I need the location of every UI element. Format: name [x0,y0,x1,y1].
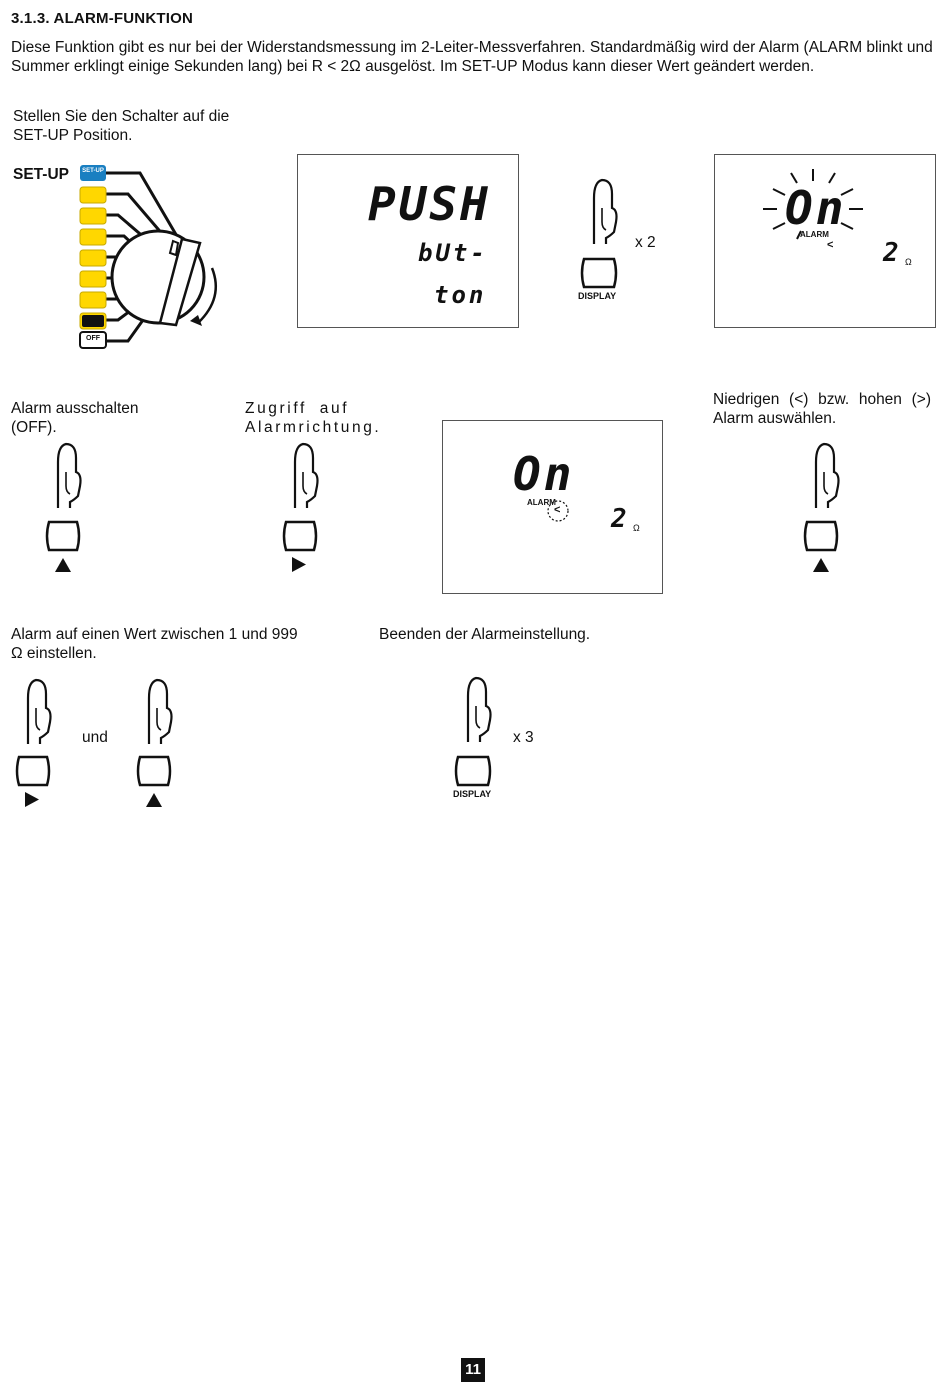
right-triangle-icon [292,557,306,572]
step-off-text: Alarm ausschalten (OFF). [11,400,139,436]
lcd3-value: 2 [611,504,630,534]
lcd1-line3: ton [434,281,487,309]
lcd-display-alarm-on: On ALARM < 2 Ω [714,154,936,328]
rotary-switch-diagram [79,165,218,349]
step-access-text: Zugriff auf Alarmrichtung. [245,400,382,436]
up-button-icon [45,520,81,572]
right-button-icon [282,520,318,572]
off-chip-label: OFF [86,335,100,342]
lcd-display-push-button: PUSH bUt- ton [297,154,519,328]
intro-paragraph: Diese Funktion gibt es nur bei der Wider… [11,39,933,75]
step-end-text: Beenden der Alarmeinstellung. [379,626,591,643]
lcd1-line1: PUSH [368,177,491,231]
right-button-icon [15,755,51,807]
display-button-icon [454,755,492,787]
lcd3-unit: Ω [633,523,640,533]
pressing-finger-icon [814,442,840,508]
blink-rays-icon [763,169,863,240]
pressing-finger-icon [56,442,82,508]
up-triangle-icon [813,558,829,572]
setup-label: SET-UP [13,166,69,183]
up-triangle-icon [146,793,162,807]
display-button-label: DISPLAY [453,789,492,799]
step-select-text: Niedrigen (<) bzw. hohen (>) Alarm auswä… [713,391,931,427]
up-button-icon [136,755,172,807]
pressing-finger-icon [26,678,52,744]
lcd2-value: 2 [883,238,902,268]
press-count-x3: x 3 [513,729,534,746]
lcd2-alarm-label: ALARM [800,230,829,239]
setup-chip-label: SET-UP [82,168,104,174]
page-number: 11 [461,1358,485,1382]
step-value-text: Alarm auf einen Wert zwischen 1 und 999 … [11,626,298,662]
lcd2-unit: Ω [905,257,912,267]
pressing-finger-icon [293,442,319,508]
lcd3-main: On [513,447,575,501]
display-button-label: DISPLAY [578,291,617,301]
lcd3-symbol: < [554,504,561,516]
up-triangle-icon [55,558,71,572]
right-triangle-icon [25,792,39,807]
press-count-x2: x 2 [635,234,656,251]
step-setup-text: Stellen Sie den Schalter auf die SET-UP … [13,108,230,144]
lcd2-symbol: < [827,239,834,251]
lcd-display-alarm-direction: On ALARM < 2 Ω [442,420,663,594]
lcd1-line2: bUt- [418,239,488,267]
section-heading: 3.1.3. ALARM-FUNKTION [11,10,193,27]
display-button-icon [580,257,618,289]
lcd2-main: On [785,181,847,235]
pressing-finger-icon [147,678,173,744]
pressing-finger-icon [592,178,618,244]
lcd3-alarm-label: ALARM [527,498,556,507]
pressing-finger-icon [466,676,492,742]
and-text: und [82,729,108,746]
up-button-icon [803,520,839,572]
blink-rays-icon [547,500,569,522]
